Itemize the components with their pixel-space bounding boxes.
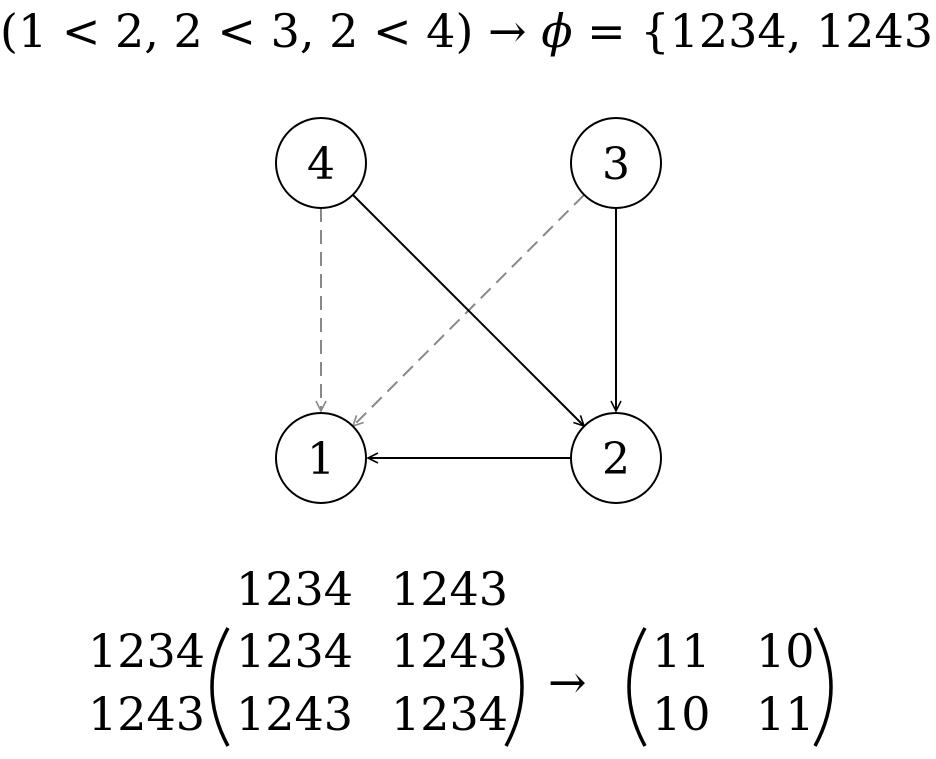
equals-sign: = <box>587 4 626 58</box>
node-3-label: 3 <box>602 139 630 190</box>
result-cell-1-1: 11 <box>652 624 711 678</box>
result-right-paren <box>813 627 833 747</box>
matrix-cell-2-1: 1243 <box>236 687 354 741</box>
phi-symbol: ϕ <box>541 4 573 58</box>
constraint-2: 2 < 3 <box>173 4 300 58</box>
constraint-3: 2 < 4 <box>329 4 456 58</box>
constraint-formula: (1 < 2, 2 < 3, 2 < 4) → ϕ = {1234, 1243} <box>0 4 936 58</box>
matrix-cell-1-1: 1234 <box>236 624 354 678</box>
matrix-cell-2-2: 1234 <box>391 687 509 741</box>
set-close-brace: } <box>933 4 936 58</box>
col-header-2: 1243 <box>391 562 509 616</box>
col-header-1: 1234 <box>236 562 354 616</box>
node-1-label: 1 <box>307 434 335 485</box>
set-open-brace: { <box>640 4 670 58</box>
result-cell-1-2: 10 <box>756 624 815 678</box>
edge-4-to-2 <box>352 194 584 426</box>
node-4-label: 4 <box>307 139 335 190</box>
node-2-label: 2 <box>602 434 630 485</box>
result-cell-2-2: 11 <box>756 687 815 741</box>
matrix-cell-1-2: 1243 <box>391 624 509 678</box>
row-header-2: 1243 <box>88 687 206 741</box>
implies-arrow: → <box>488 4 527 58</box>
set-item-1: 1234 <box>669 4 787 58</box>
node-1: 1 <box>275 412 367 504</box>
constraint-1: 1 < 2 <box>17 4 145 58</box>
set-item-2: 1243 <box>815 4 934 58</box>
matrix-map-arrow: → <box>548 655 587 709</box>
node-4: 4 <box>275 117 367 209</box>
matrix-left-paren <box>210 627 230 747</box>
result-left-paren <box>627 627 647 747</box>
row-header-1: 1234 <box>88 624 206 678</box>
formula-close-paren: ) <box>455 4 474 58</box>
formula-open-paren: ( <box>0 4 18 58</box>
node-2: 2 <box>570 412 662 504</box>
result-cell-2-1: 10 <box>652 687 711 741</box>
matrix-right-paren <box>504 627 524 747</box>
node-3: 3 <box>570 117 662 209</box>
